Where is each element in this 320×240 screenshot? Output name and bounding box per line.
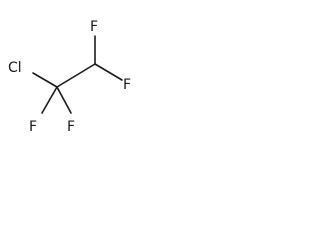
structural-formula: Cl F F F F	[8, 19, 131, 135]
atom-label-f-right: F	[123, 77, 131, 93]
bond-c1-f-bottom-left	[41, 86, 58, 114]
atom-label-f-bottom-left: F	[29, 119, 37, 135]
atom-label-f-top: F	[90, 19, 98, 35]
atom-label-cl: Cl	[8, 60, 22, 76]
bond-c2-f-right	[94, 63, 123, 81]
bond-c1-f-bottom-right	[56, 86, 72, 114]
bond-cl-c1	[32, 72, 58, 88]
bond-c1-c2	[56, 63, 96, 88]
atom-label-f-bottom-right: F	[67, 119, 75, 135]
